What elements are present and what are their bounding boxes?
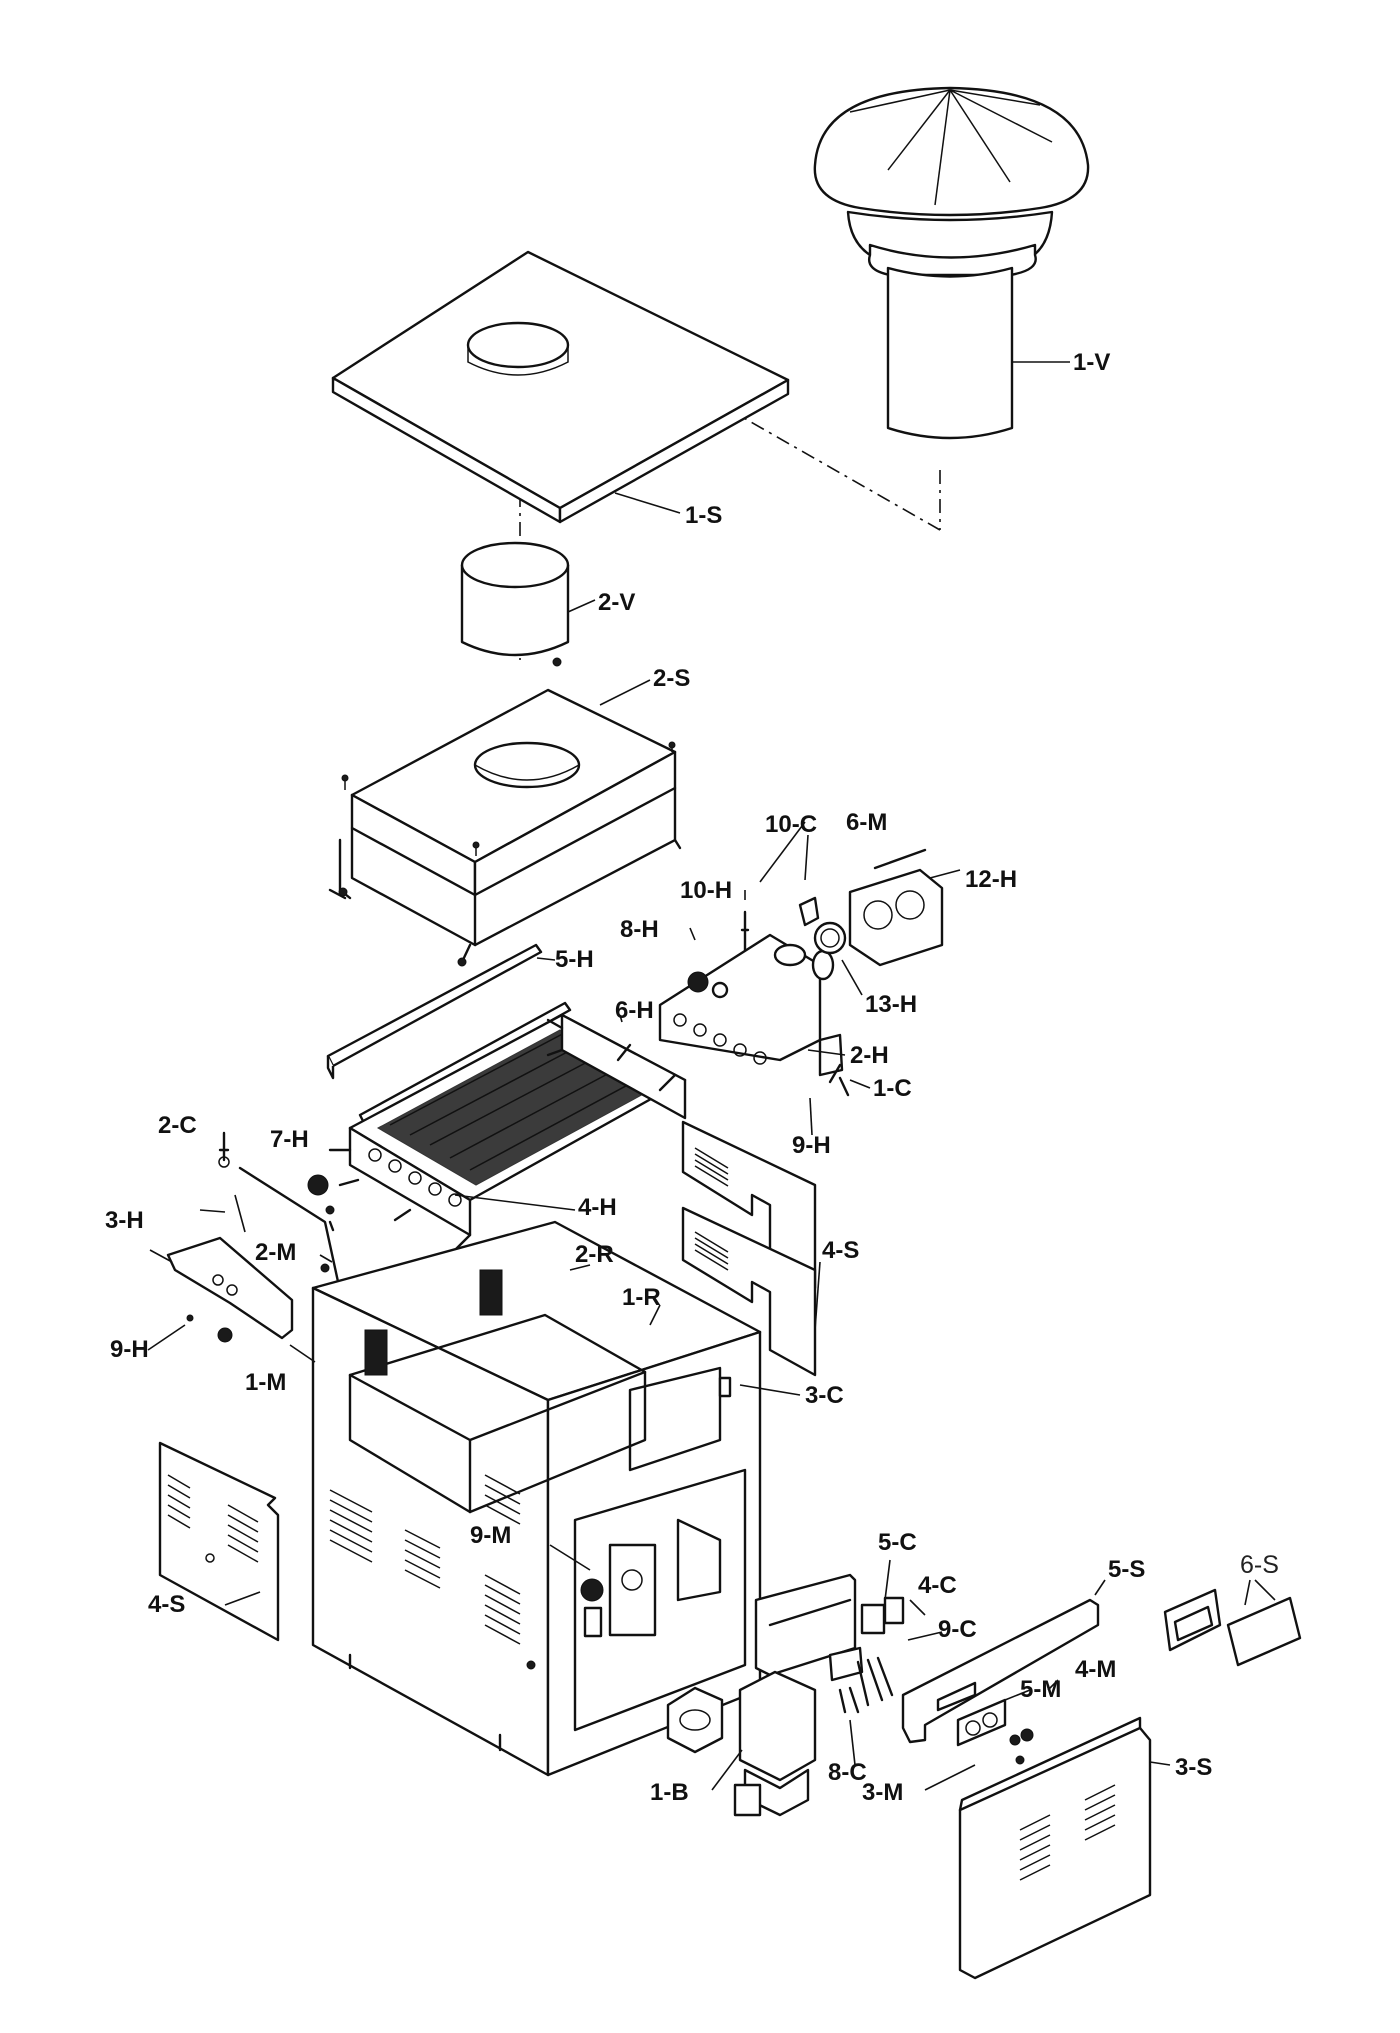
- callout-3-h: 3-H: [105, 1207, 144, 1234]
- callout-4-m: 4-M: [1075, 1656, 1116, 1683]
- callout-3-s: 3-S: [1175, 1754, 1212, 1781]
- bezel-part: [956, 1698, 1034, 1765]
- trim-part: [1163, 1588, 1302, 1667]
- callout-1-r: 1-R: [622, 1284, 661, 1311]
- callout-9-m: 9-M: [470, 1522, 511, 1549]
- callout-1-m: 1-M: [245, 1369, 286, 1396]
- part-callouts: 1-V 1-S 2-V 2-S 10-C 6-M 12-H 10-H 8-H 1…: [105, 349, 1279, 1806]
- callout-8-c: 8-C: [828, 1759, 867, 1786]
- switch-part: [828, 1596, 905, 1714]
- heat-exchanger-part: [328, 1013, 687, 1252]
- callout-2-r: 2-R: [575, 1241, 614, 1268]
- callout-1-v: 1-V: [1073, 349, 1110, 376]
- callout-4-c: 4-C: [918, 1572, 957, 1599]
- callout-6-s: 6-S: [1240, 1551, 1279, 1579]
- callout-5-c: 5-C: [878, 1529, 917, 1556]
- callout-13-h: 13-H: [865, 991, 917, 1018]
- callout-10-h: 10-H: [680, 877, 732, 904]
- callout-2-m: 2-M: [255, 1239, 296, 1266]
- callout-9-c: 9-C: [938, 1616, 977, 1643]
- jacket-front-part: [901, 1598, 1100, 1744]
- callout-3-m: 3-M: [862, 1779, 903, 1806]
- heater-cabinet-part: [311, 1220, 762, 1777]
- callout-5-h: 5-H: [555, 946, 594, 973]
- callout-10-c: 10-C: [765, 811, 817, 838]
- callout-7-h: 7-H: [270, 1126, 309, 1153]
- callout-9-h-left: 9-H: [110, 1336, 149, 1363]
- gasket-part: [218, 1131, 344, 1302]
- flue-hood-part: [328, 657, 682, 967]
- callout-4-h: 4-H: [578, 1194, 617, 1221]
- callout-5-m: 5-M: [1020, 1676, 1061, 1703]
- callout-8-h: 8-H: [620, 916, 659, 943]
- front-door-part: [958, 1716, 1152, 1980]
- callout-6-h: 6-H: [615, 997, 654, 1024]
- callout-2-c: 2-C: [158, 1112, 197, 1139]
- front-header-part: [166, 1236, 294, 1343]
- side-panel-part: [681, 1120, 817, 1377]
- callout-3-c: 3-C: [805, 1382, 844, 1409]
- callout-9-h: 9-H: [792, 1132, 831, 1159]
- side-panel-left-part: [158, 1441, 280, 1642]
- callout-1-b: 1-B: [650, 1779, 689, 1806]
- callout-6-m: 6-M: [846, 809, 887, 836]
- callout-12-h: 12-H: [965, 866, 1017, 893]
- header-assembly-part: [658, 848, 944, 1097]
- callout-1-c: 1-C: [873, 1075, 912, 1102]
- vent-cap-part: [813, 86, 1090, 440]
- callout-1-s: 1-S: [685, 502, 722, 529]
- callout-5-s: 5-S: [1108, 1556, 1145, 1583]
- callout-2-h: 2-H: [850, 1042, 889, 1069]
- gas-valve-part: [666, 1670, 817, 1817]
- callout-4-s-right: 4-S: [822, 1237, 859, 1264]
- drain-plug-part: [307, 1174, 329, 1196]
- leader-lines: [147, 492, 1276, 1791]
- callout-2-v: 2-V: [598, 589, 635, 616]
- flue-collar-part: [460, 541, 570, 657]
- callout-4-s-left: 4-S: [148, 1591, 185, 1618]
- top-plate-part: [331, 250, 790, 524]
- callout-2-s: 2-S: [653, 665, 690, 692]
